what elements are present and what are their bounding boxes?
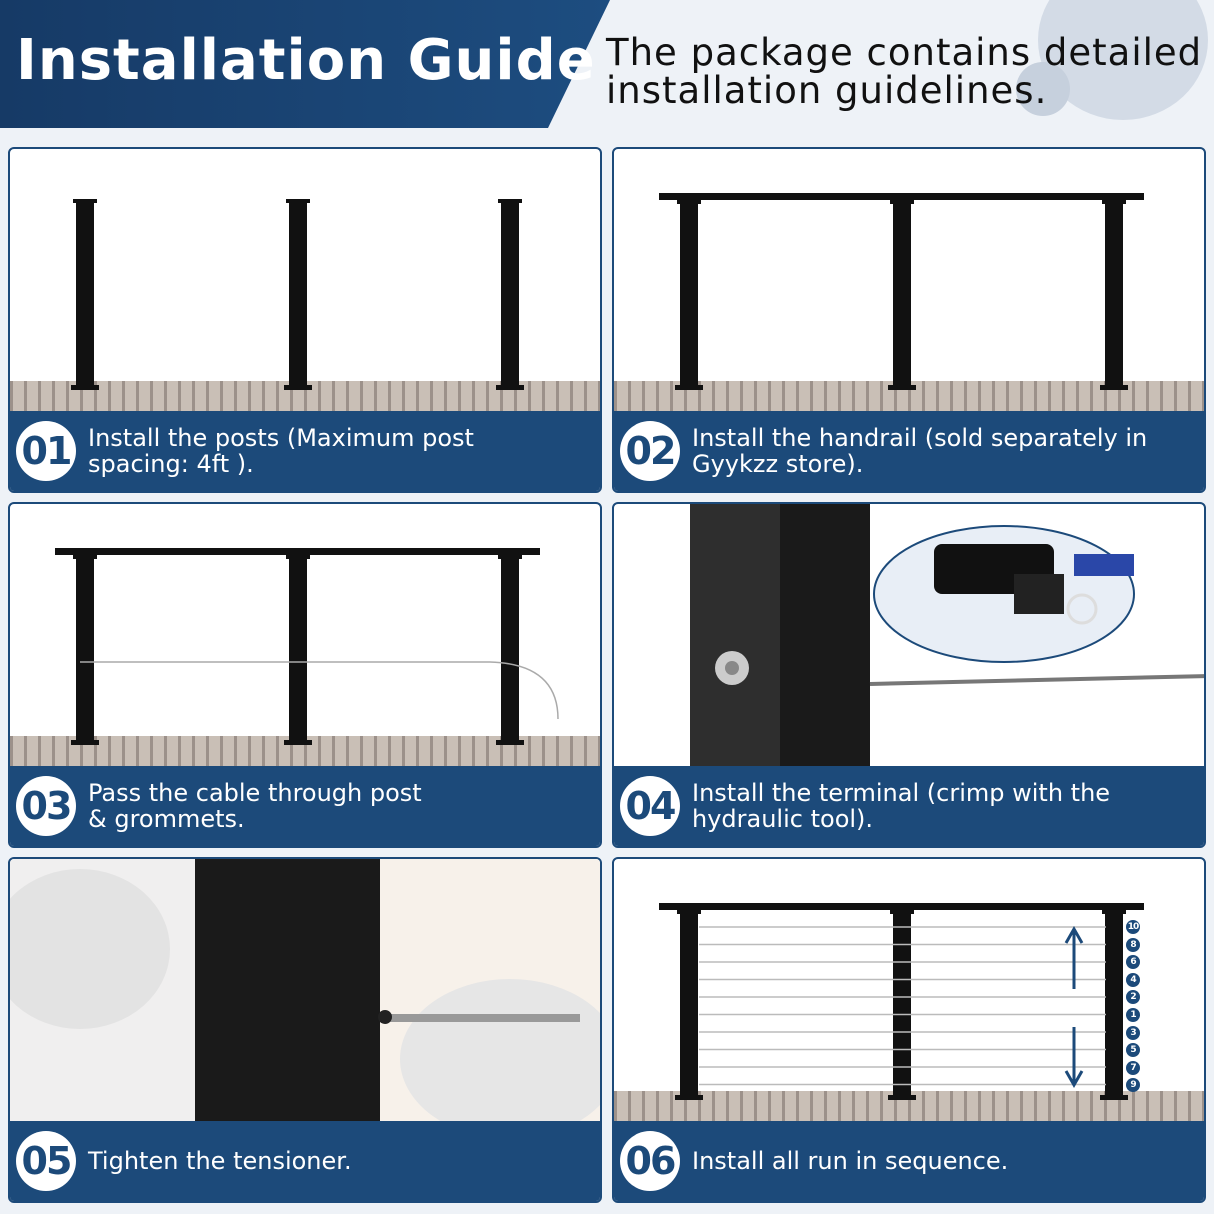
step-panel-02: 02 Install the handrail (sold separately… [612, 147, 1206, 493]
step-number: 05 [16, 1131, 76, 1191]
step-caption: 02 Install the handrail (sold separately… [614, 411, 1204, 491]
step-illustration [614, 193, 1204, 415]
step-caption: 06 Install all run in sequence. [614, 1121, 1204, 1201]
sequence-number: 6 [1126, 955, 1140, 970]
sequence-number: 1 [1126, 1008, 1140, 1022]
sequence-number: 4 [1126, 972, 1140, 987]
header-banner [0, 0, 610, 128]
step-number: 04 [620, 776, 680, 836]
step-number: 03 [16, 776, 76, 836]
sequence-number: 3 [1126, 1025, 1140, 1040]
step-text: Pass the cable through post& grommets. [88, 779, 422, 833]
step-caption: 03 Pass the cable through post& grommets… [10, 766, 600, 846]
step-number: 01 [16, 421, 76, 481]
step-text: Tighten the tensioner. [88, 1147, 352, 1175]
step-illustration [10, 548, 600, 770]
sequence-number: 8 [1126, 937, 1140, 952]
page-title: Installation Guide [16, 28, 596, 93]
step-illustration [690, 504, 1204, 770]
step-panel-05: 05 Tighten the tensioner. [8, 857, 602, 1203]
step-text: Install the handrail (sold separately in… [692, 424, 1148, 478]
decor-circle [1016, 62, 1070, 116]
step-illustration [10, 859, 600, 1125]
step-panel-03: 03 Pass the cable through post& grommets… [8, 502, 602, 848]
sequence-number: 9 [1126, 1078, 1140, 1093]
step-illustration [10, 199, 600, 415]
sequence-number: 10 [1126, 920, 1140, 934]
step-panel-06: 10 8 6 4 2 1 3 5 7 9 06 Install all run in sequen… [612, 857, 1206, 1203]
step-text: Install all run in sequence. [692, 1147, 1009, 1175]
step-number: 02 [620, 421, 680, 481]
sequence-number: 2 [1126, 990, 1140, 1005]
step-illustration [614, 903, 1204, 1125]
step-caption: 05 Tighten the tensioner. [10, 1121, 600, 1201]
sequence-number: 7 [1126, 1060, 1140, 1075]
sequence-number: 5 [1126, 1043, 1140, 1058]
step-number: 06 [620, 1131, 680, 1191]
